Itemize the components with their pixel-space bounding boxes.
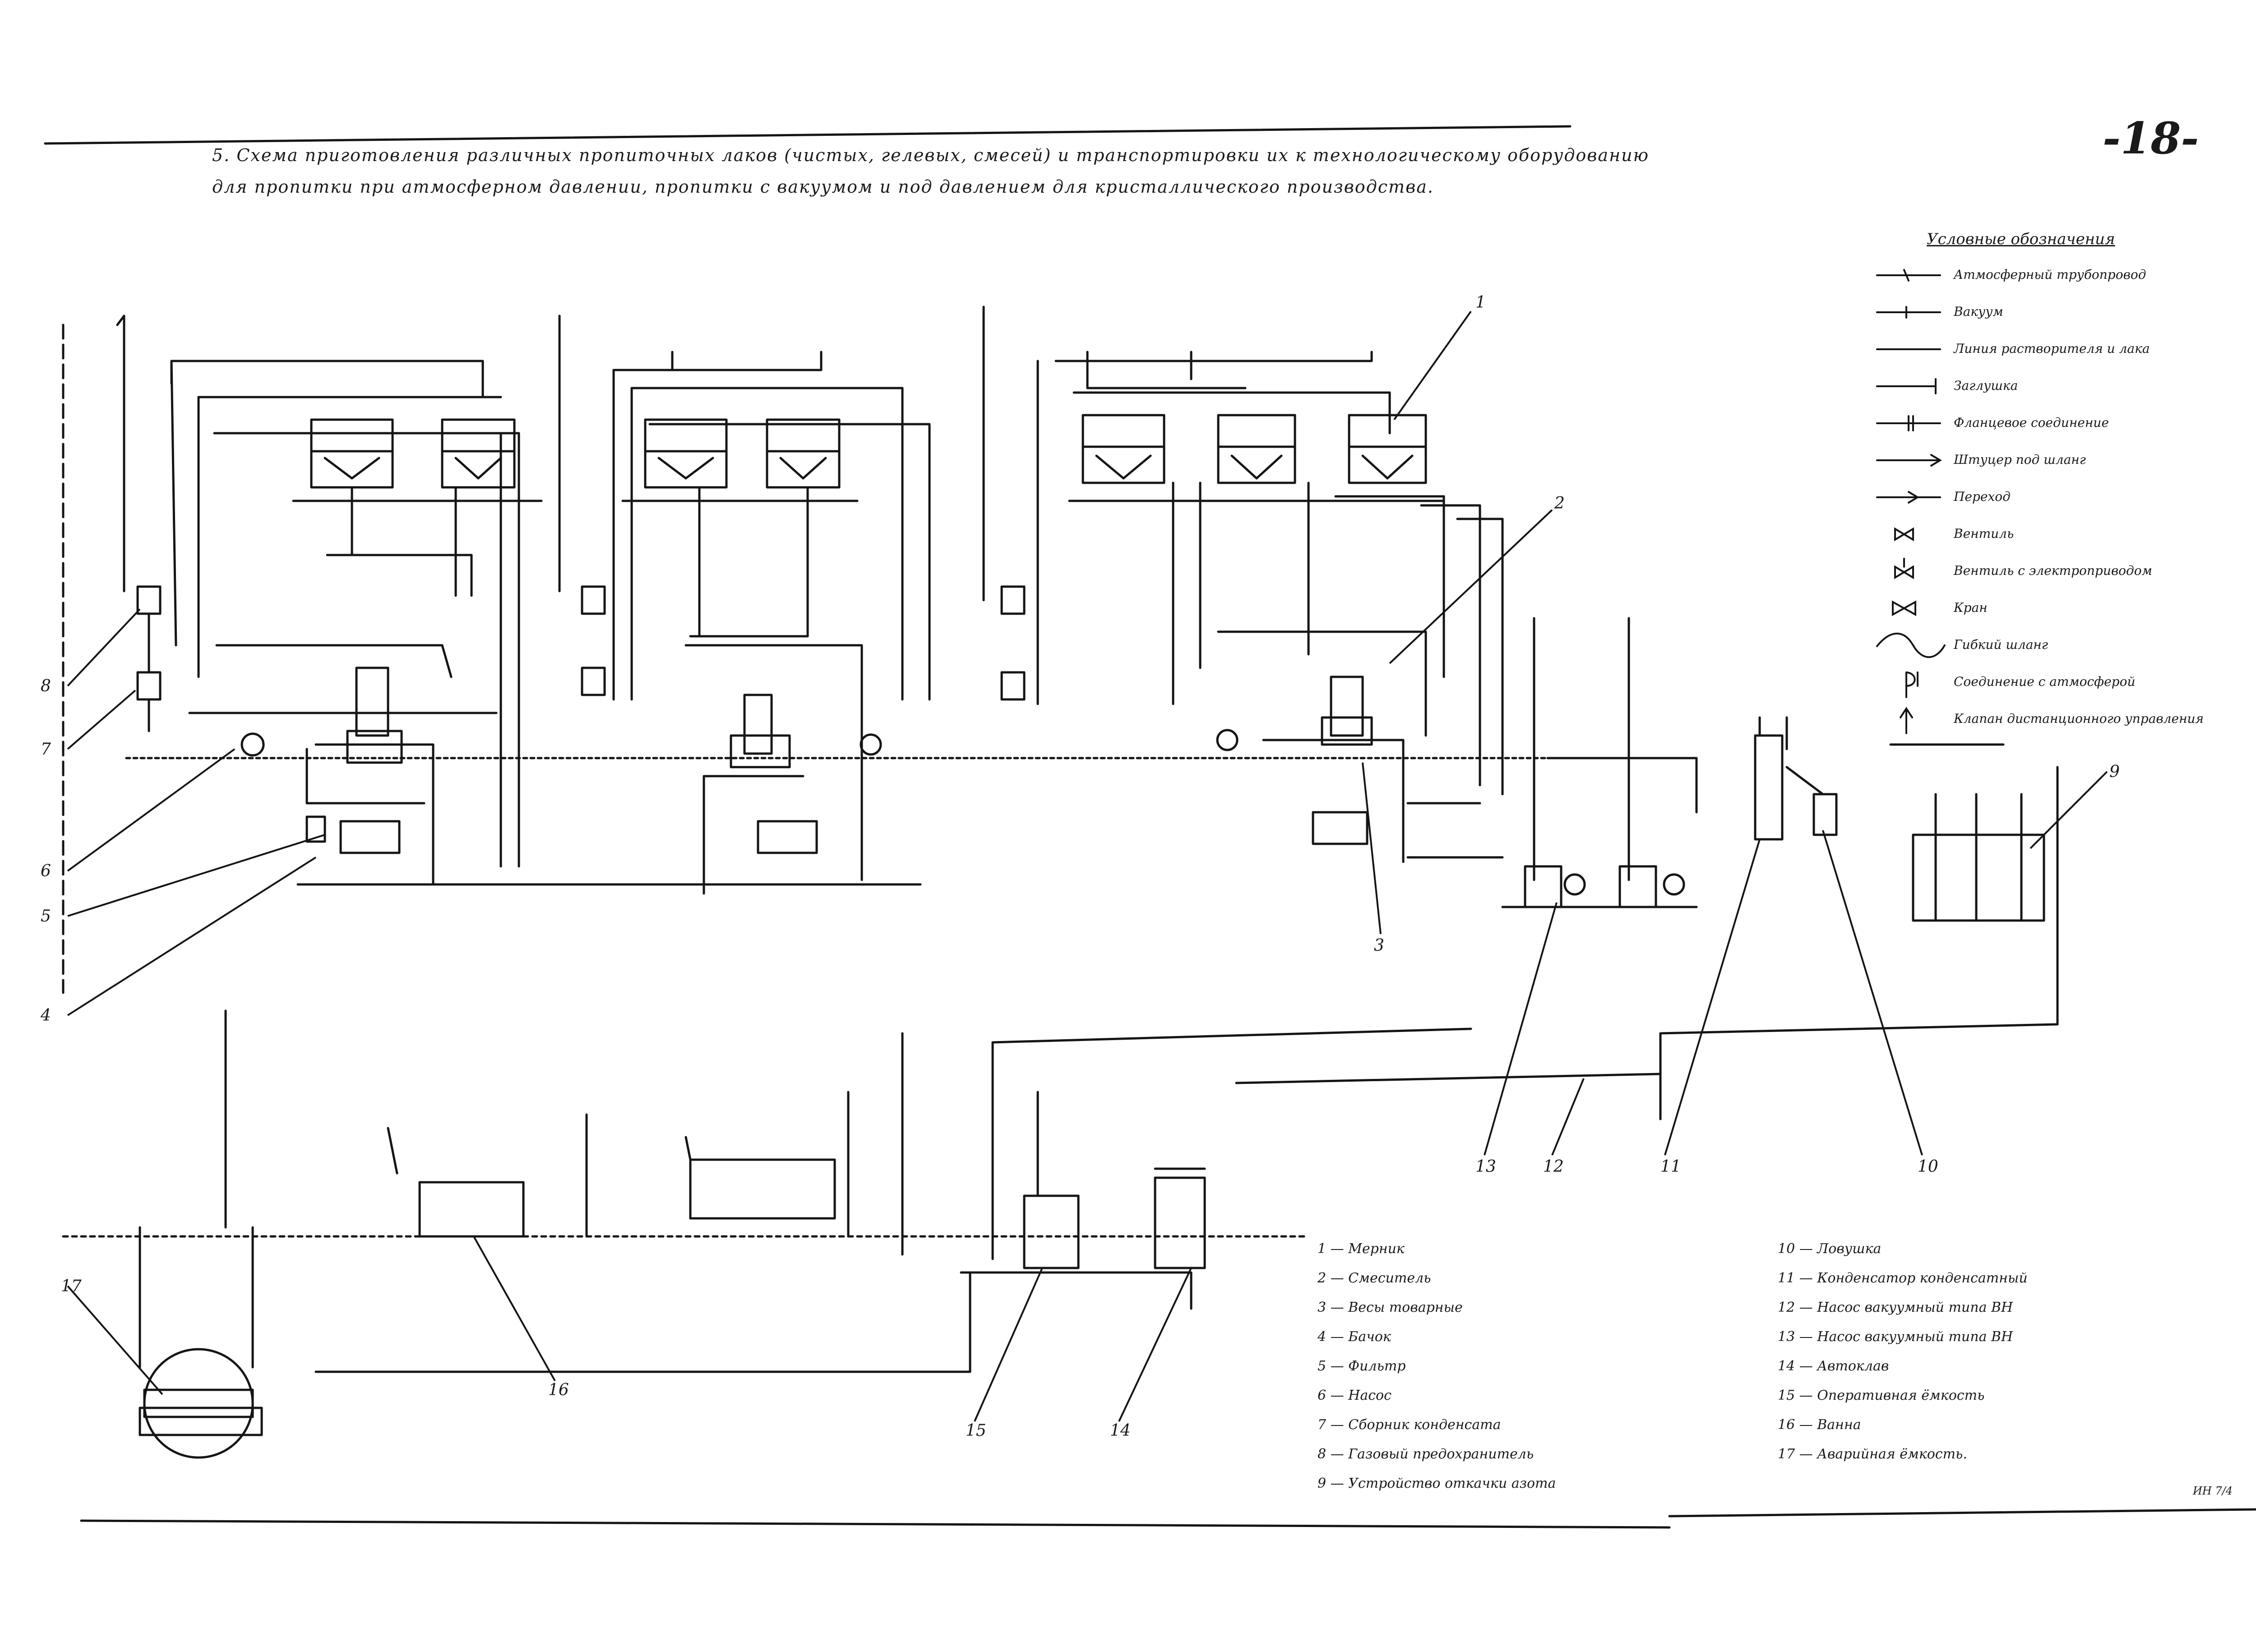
explication-item: 5 — Фильтр — [1318, 1358, 1406, 1374]
legend-item: Заглушка — [1954, 378, 2018, 393]
explication-item: 12 — Насос вакуумный типа ВН — [1778, 1300, 2013, 1315]
bath-16 — [387, 1091, 850, 1238]
callout-13: 13 — [1475, 1157, 1496, 1176]
autoclave-14 — [1154, 1167, 1206, 1269]
callout-12: 12 — [1543, 1157, 1564, 1176]
legend-item: Гибкий шланг — [1954, 637, 2048, 652]
return-line-b — [991, 1027, 1472, 1260]
legend-item: Вентиль с электроприводом — [1954, 563, 2152, 578]
callout-5: 5 — [41, 907, 51, 925]
explication-item: 4 — Бачок — [1318, 1329, 1391, 1345]
return-line-c — [1235, 1073, 1662, 1084]
legend-item: Штуцер под шланг — [1954, 452, 2086, 467]
page-number: -18- — [2103, 113, 2199, 164]
callout-17: 17 — [61, 1277, 82, 1296]
legend-item: Соединение с атмосферой — [1954, 674, 2136, 689]
archive-stamp: ИН 7/4 — [2193, 1485, 2233, 1497]
callout-4: 4 — [41, 1006, 51, 1025]
callout-6: 6 — [41, 862, 51, 880]
diagram-title-line-2: для пропитки при атмосферном давлении, п… — [212, 177, 1434, 197]
explication-item: 16 — Ванна — [1778, 1417, 1861, 1433]
callout-1: 1 — [1475, 293, 1486, 312]
callout-3: 3 — [1374, 936, 1384, 955]
legend-item: Вентиль — [1954, 526, 2014, 541]
explication-item: 2 — Смеситель — [1318, 1270, 1431, 1286]
callout-11: 11 — [1660, 1157, 1681, 1176]
vacuum-unit — [1501, 617, 1838, 908]
legend-item: Линия растворителя и лака — [1954, 341, 2150, 356]
explication-item: 10 — Ловушка — [1778, 1241, 1882, 1257]
explication-item: 11 — Конденсатор конденсатный — [1778, 1270, 2028, 1286]
emergency-tank-group — [1659, 743, 2059, 1120]
callout-16: 16 — [548, 1381, 569, 1399]
legend-item: Переход — [1954, 489, 2011, 504]
legend-item: Клапан дистанционного управления — [1954, 711, 2204, 726]
legend-heading: Условные обозначения — [1927, 230, 2115, 248]
explication-item: 1 — Мерник — [1318, 1241, 1405, 1257]
callout-8: 8 — [41, 677, 51, 695]
explication-item: 13 — Насос вакуумный типа ВН — [1778, 1329, 2013, 1345]
top-border-line — [44, 125, 1572, 145]
callout-9: 9 — [2109, 763, 2120, 781]
mixing-unit-b — [558, 315, 931, 895]
legend-item: Вакуум — [1954, 304, 2003, 319]
bottom-border-line — [80, 1508, 2256, 1529]
mixing-unit-a — [116, 315, 543, 886]
operating-tank-15 — [960, 1091, 1193, 1310]
callout-7: 7 — [41, 740, 51, 759]
legend-item: Атмосферный трубопровод — [1954, 267, 2146, 282]
callout-14: 14 — [1110, 1421, 1131, 1440]
explication-item: 14 — Автоклав — [1778, 1358, 1889, 1374]
callout-2: 2 — [1554, 494, 1565, 513]
explication-item: 7 — Сборник конденсата — [1318, 1417, 1501, 1433]
legend-item: Фланцевое соединение — [1954, 415, 2109, 430]
diagram-title-line-1: 5. Схема приготовления различных пропито… — [212, 145, 1650, 165]
mixing-unit-c — [982, 305, 1504, 863]
explication-item: 8 — Газовый предохранитель — [1318, 1446, 1534, 1462]
explication-item: 6 — Насос — [1318, 1388, 1392, 1403]
explication-item: 15 — Оперативная ёмкость — [1778, 1388, 1985, 1403]
legend-item: Кран — [1954, 600, 1988, 615]
explication-item: 17 — Аварийная ёмкость. — [1778, 1446, 1967, 1462]
callout-15: 15 — [966, 1421, 986, 1440]
callout-10: 10 — [1918, 1157, 1938, 1176]
explication-item: 9 — Устройство откачки азота — [1318, 1476, 1556, 1491]
explication-item: 3 — Весы товарные — [1318, 1300, 1463, 1315]
